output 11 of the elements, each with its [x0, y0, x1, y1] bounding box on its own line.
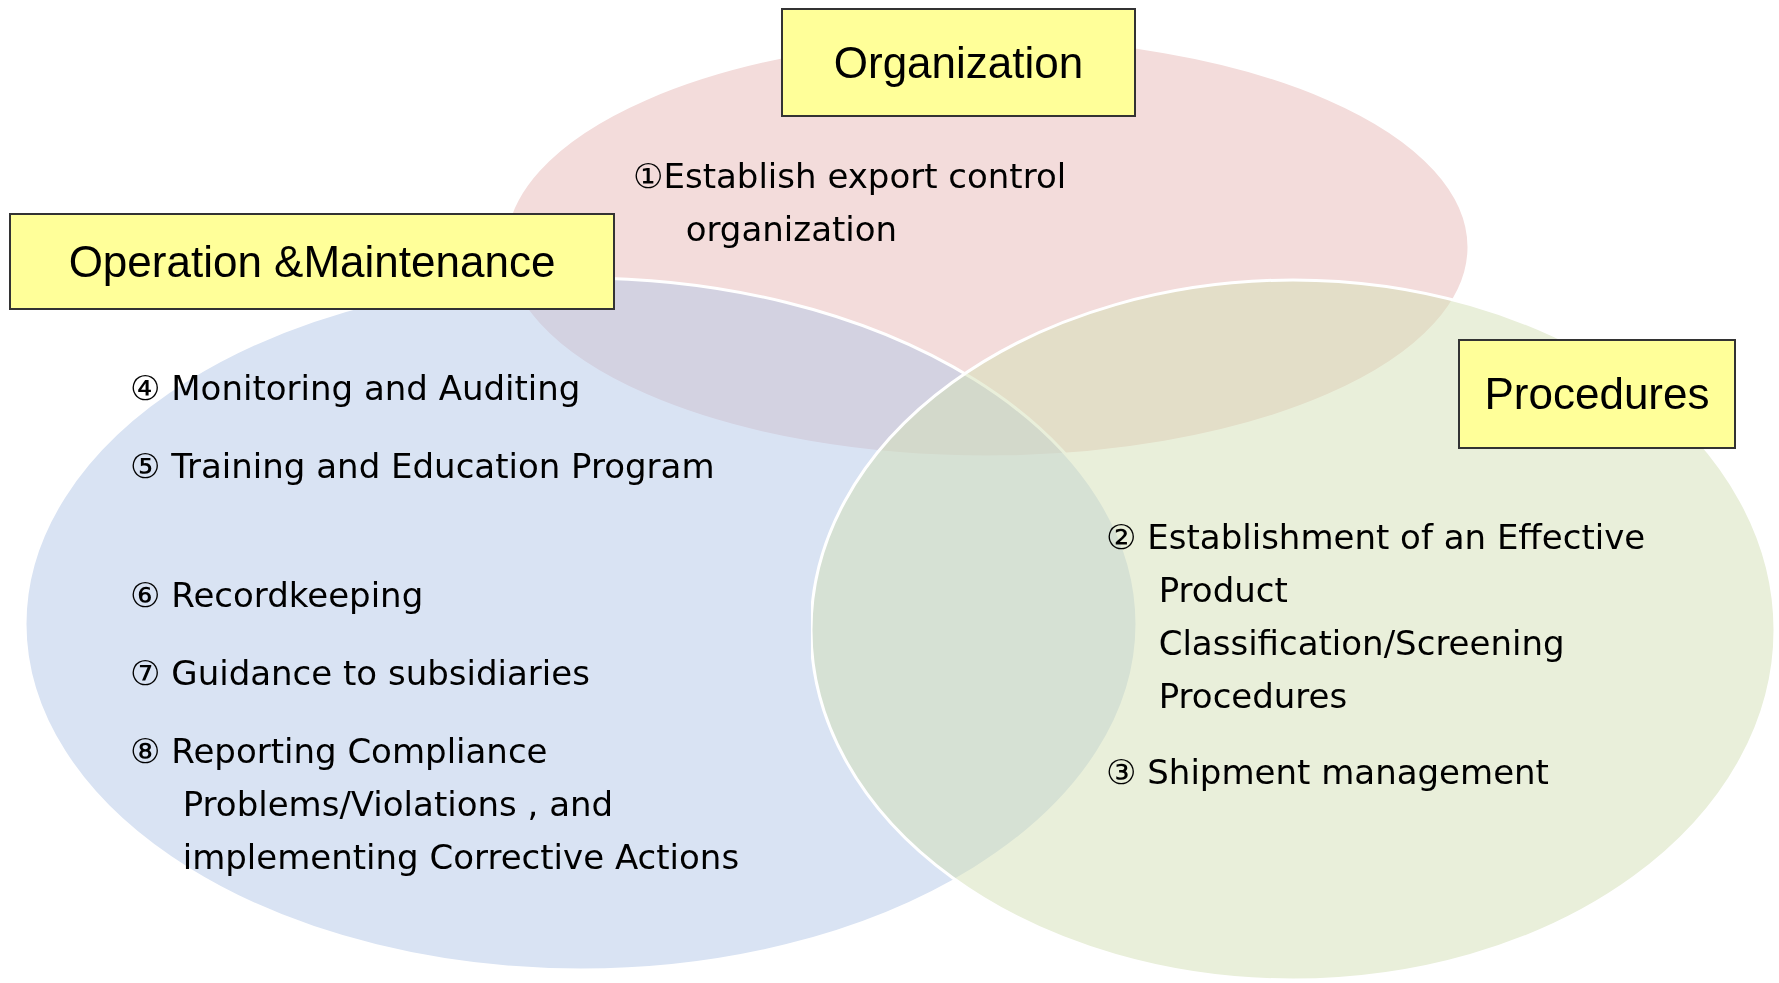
list-item: ①Establish export control organization: [633, 155, 1068, 251]
list-item: ⑧ Reporting Compliance Problems/Violations , and implementing Corrective Actions: [130, 730, 741, 879]
list-item: ⑦ Guidance to subsidiaries: [130, 652, 591, 695]
list-item: ⑤ Training and Education Program: [130, 445, 716, 488]
list-item: ② Establishment of an Effective Product Classification/Screening Procedures: [1106, 516, 1647, 718]
heading-label: Operation &Maintenance: [9, 213, 615, 310]
heading-label: Procedures: [1458, 339, 1736, 449]
list-item: ④ Monitoring and Auditing: [130, 367, 582, 410]
list-item: ⑥ Recordkeeping: [130, 574, 425, 617]
heading-label: Organization: [781, 8, 1136, 117]
list-item: ③ Shipment management: [1106, 751, 1550, 794]
